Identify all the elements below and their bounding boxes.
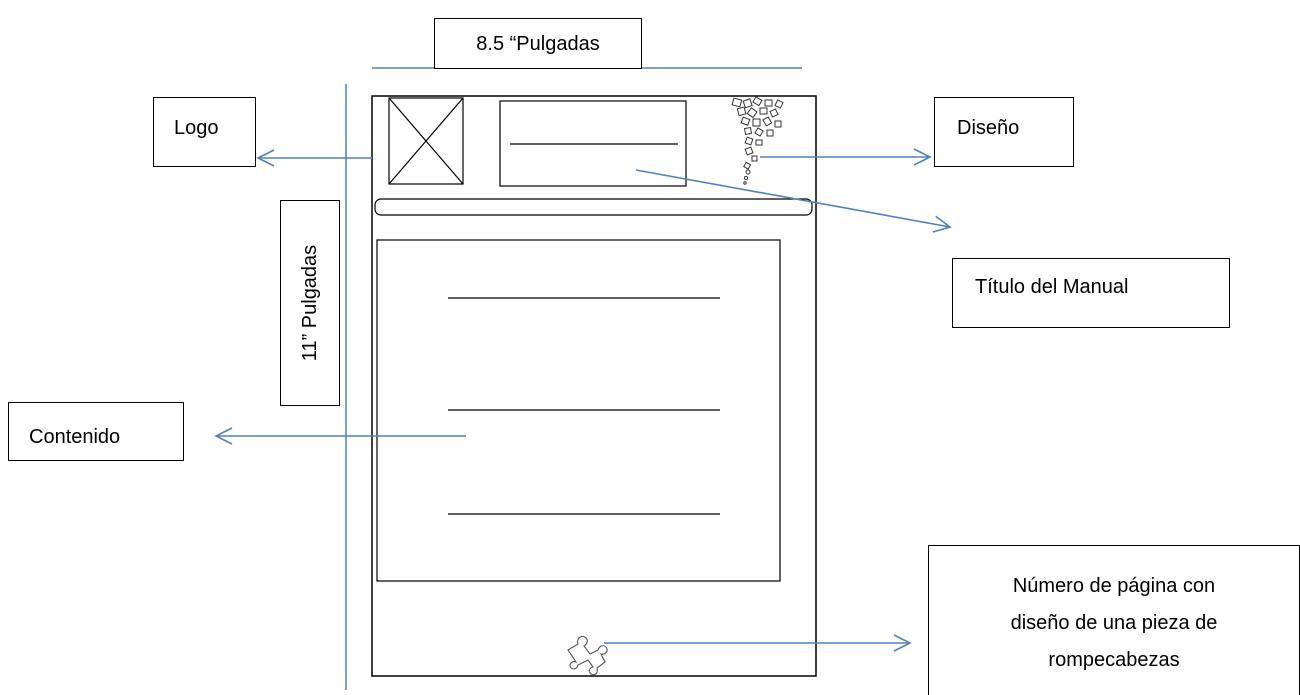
content-label-text: Contenido — [29, 426, 121, 448]
design-label-text: Diseño — [957, 117, 1020, 139]
crossed-box-icon — [388, 97, 464, 185]
puzzle-piece-icon — [567, 635, 608, 676]
logo-label: Logo — [153, 97, 256, 167]
title-arrow — [635, 169, 952, 233]
width-label-text: 8.5 “Pulgadas — [476, 32, 600, 55]
design-label: Diseño — [934, 97, 1074, 167]
height-label: 11” Pulgadas — [280, 200, 340, 406]
content-label: Contenido — [8, 402, 184, 461]
page-number-label-line: Número de página con — [1012, 575, 1216, 597]
page-number-label-line: rompecabezas — [1048, 649, 1180, 671]
title-label-text: Título del Manual — [975, 276, 1129, 298]
page-number-label: Número de página con diseño de una pieza… — [928, 545, 1300, 695]
width-label: 8.5 “Pulgadas — [434, 18, 642, 69]
height-label-text: 11” Pulgadas — [299, 244, 322, 362]
title-label: Título del Manual — [952, 258, 1230, 328]
content-box — [376, 239, 781, 582]
title-placeholder — [499, 100, 687, 187]
logo-label-text: Logo — [174, 117, 219, 139]
header-band — [374, 198, 813, 216]
page-outline — [371, 95, 817, 677]
page-number-label-line: diseño de una pieza de — [1010, 612, 1218, 634]
puzzle-pieces-cascade-icon — [731, 96, 784, 185]
